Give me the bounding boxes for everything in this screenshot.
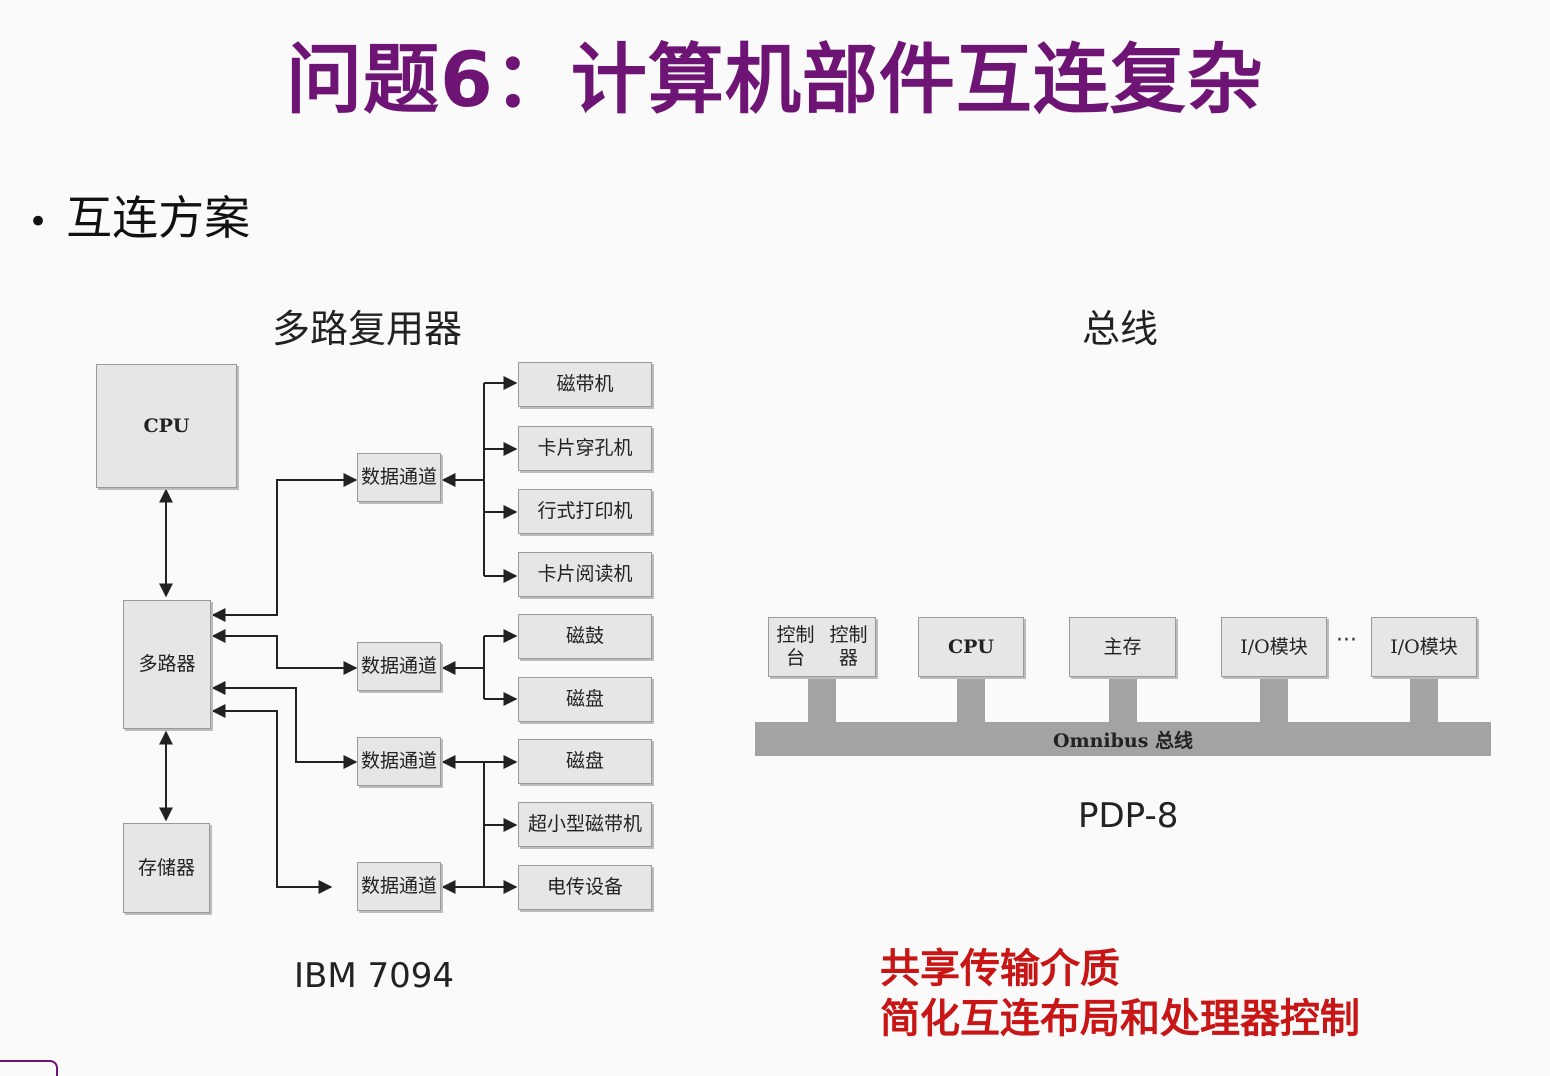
bus-connector bbox=[1410, 674, 1438, 724]
bus-connector bbox=[1109, 674, 1137, 724]
data-channel-box: 数据通道 bbox=[357, 737, 441, 786]
omnibus-bar: Omnibus 总线 bbox=[755, 722, 1491, 756]
device-mini-tape: 超小型磁带机 bbox=[518, 802, 652, 847]
pdp-caption: PDP-8 bbox=[1078, 796, 1179, 836]
slide-title: 问题6：计算机部件互连复杂 bbox=[286, 35, 1264, 124]
device-magnetic-tape: 磁带机 bbox=[518, 362, 652, 407]
bullet-item: • 互连方案 bbox=[28, 182, 250, 248]
multiplexer-box: 多路器 bbox=[123, 600, 211, 729]
bullet-text: 互连方案 bbox=[66, 191, 251, 245]
io-module-box: I/O模块 bbox=[1221, 617, 1327, 677]
device-card-reader: 卡片阅读机 bbox=[518, 552, 652, 597]
device-drum: 磁鼓 bbox=[518, 614, 652, 659]
data-channel-box: 数据通道 bbox=[357, 453, 441, 502]
main-memory-box: 主存 bbox=[1069, 617, 1176, 677]
device-card-punch: 卡片穿孔机 bbox=[518, 426, 652, 471]
bus-connector bbox=[957, 674, 985, 724]
device-disk: 磁盘 bbox=[518, 677, 652, 722]
cpu-box: CPU bbox=[96, 364, 237, 488]
bus-connector bbox=[808, 674, 836, 724]
bus-heading: 总线 bbox=[1082, 307, 1159, 351]
red-note: 共享传输介质 简化互连布局和处理器控制 bbox=[880, 944, 1360, 1044]
bus-connector bbox=[1260, 674, 1288, 724]
device-teletype: 电传设备 bbox=[518, 865, 652, 910]
multiplexer-heading: 多路复用器 bbox=[272, 307, 463, 351]
device-disk: 磁盘 bbox=[518, 739, 652, 784]
corner-logo-icon bbox=[0, 1060, 58, 1076]
device-line-printer: 行式打印机 bbox=[518, 489, 652, 534]
memory-box: 存储器 bbox=[123, 823, 210, 913]
omnibus-label: Omnibus 总线 bbox=[1052, 729, 1194, 752]
io-module-box: I/O模块 bbox=[1371, 617, 1477, 677]
note-line: 简化互连布局和处理器控制 bbox=[880, 996, 1360, 1042]
ibm-caption: IBM 7094 bbox=[294, 956, 455, 996]
bullet-dot-icon: • bbox=[28, 201, 49, 242]
data-channel-box: 数据通道 bbox=[357, 862, 441, 911]
console-controller-box: 控制台控制器 bbox=[768, 617, 876, 677]
ellipsis-text: ··· bbox=[1336, 628, 1357, 653]
data-channel-box: 数据通道 bbox=[357, 642, 441, 691]
note-line: 共享传输介质 bbox=[880, 946, 1120, 992]
pdp-cpu-box: CPU bbox=[918, 617, 1024, 677]
